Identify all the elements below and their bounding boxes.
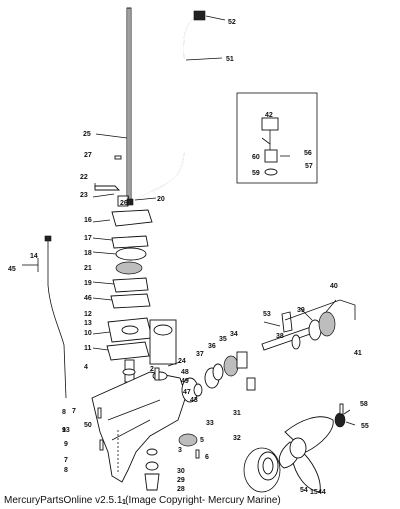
- callout-label: 16: [84, 217, 92, 224]
- upper-hardware: [94, 155, 134, 207]
- propeller: [243, 403, 346, 493]
- callout-label: 22: [80, 174, 88, 181]
- callout-label: 6: [205, 454, 209, 461]
- callout-label: 32: [233, 435, 241, 442]
- studs: [97, 367, 200, 459]
- callout-label: 58: [360, 401, 368, 408]
- gear-housing: [91, 319, 187, 483]
- callout-label: 49: [181, 378, 189, 385]
- callout-label: 42: [265, 112, 273, 119]
- callout-label: 19: [84, 280, 92, 287]
- callout-label: 21: [84, 265, 92, 272]
- callout-label: 60: [252, 154, 260, 161]
- callout-label: 51: [226, 56, 234, 63]
- callout-labels: 5251252722232620161718211946121310114789…: [8, 19, 369, 506]
- callout-label: 31: [233, 410, 241, 417]
- inset-detail: [236, 92, 318, 184]
- shift-cable: [134, 10, 206, 201]
- callout-label: 8: [64, 467, 68, 474]
- callout-label: 13: [62, 427, 70, 434]
- callout-label: 13: [84, 320, 92, 327]
- callout-label: 52: [228, 19, 236, 26]
- callout-label: 3: [178, 447, 182, 454]
- callout-label: 30: [177, 468, 185, 475]
- callout-label: 56: [304, 150, 312, 157]
- callout-label: 23: [80, 192, 88, 199]
- callout-label: 18: [84, 250, 92, 257]
- callout-label: 37: [196, 351, 204, 358]
- callout-label: 2: [150, 366, 154, 373]
- callout-label: 8: [62, 409, 66, 416]
- callout-label: 57: [305, 163, 313, 170]
- callout-label: 34: [230, 331, 238, 338]
- callout-label: 47: [183, 389, 191, 396]
- callout-label: 29: [177, 477, 185, 484]
- callout-label: 4: [84, 364, 88, 371]
- callout-label: 25: [83, 131, 91, 138]
- callout-label: 45: [8, 266, 16, 273]
- leader-lines: [92, 15, 356, 426]
- callout-label: 5: [200, 437, 204, 444]
- callout-label: 39: [297, 307, 305, 314]
- callout-label: 14: [30, 253, 38, 260]
- callout-label: 50: [84, 422, 92, 429]
- callout-label: 28: [177, 486, 185, 493]
- callout-label: 7: [64, 457, 68, 464]
- callout-label: 43: [190, 397, 198, 404]
- callout-label: 1: [122, 499, 126, 506]
- callout-label: 44: [318, 489, 326, 496]
- callout-label: 38: [276, 333, 284, 340]
- callout-label: 35: [219, 336, 227, 343]
- callout-label: 41: [354, 350, 362, 357]
- callout-label: 55: [361, 423, 369, 430]
- callout-label: 24: [178, 358, 186, 365]
- callout-label: 46: [84, 295, 92, 302]
- callout-label: 9: [62, 427, 66, 434]
- callout-label: 59: [252, 170, 260, 177]
- water-pickup: [144, 433, 198, 491]
- callout-label: 36: [208, 343, 216, 350]
- speedo-tube: [22, 235, 67, 399]
- callout-label: 27: [84, 152, 92, 159]
- callout-label: 26: [120, 200, 128, 207]
- callout-label: 54: [300, 487, 308, 494]
- callout-label: 15: [310, 489, 318, 496]
- callout-label: 33: [206, 420, 214, 427]
- water-pump-stack: [106, 209, 153, 383]
- callout-label: 48: [181, 369, 189, 376]
- copyright-caption: MercuryPartsOnline v2.5.1 (Image Copyrig…: [4, 495, 281, 506]
- callout-label: 12: [84, 311, 92, 318]
- callout-label: 10: [84, 330, 92, 337]
- callout-label: 53: [263, 311, 271, 318]
- callout-label: 17: [84, 235, 92, 242]
- propeller-shaft-assembly: [181, 299, 356, 403]
- shift-rod: [126, 7, 132, 204]
- callout-label: 40: [330, 283, 338, 290]
- callout-label: 20: [157, 196, 165, 203]
- callout-label: 9: [64, 441, 68, 448]
- callout-label: 7: [72, 408, 76, 415]
- callout-label: 11: [84, 345, 92, 352]
